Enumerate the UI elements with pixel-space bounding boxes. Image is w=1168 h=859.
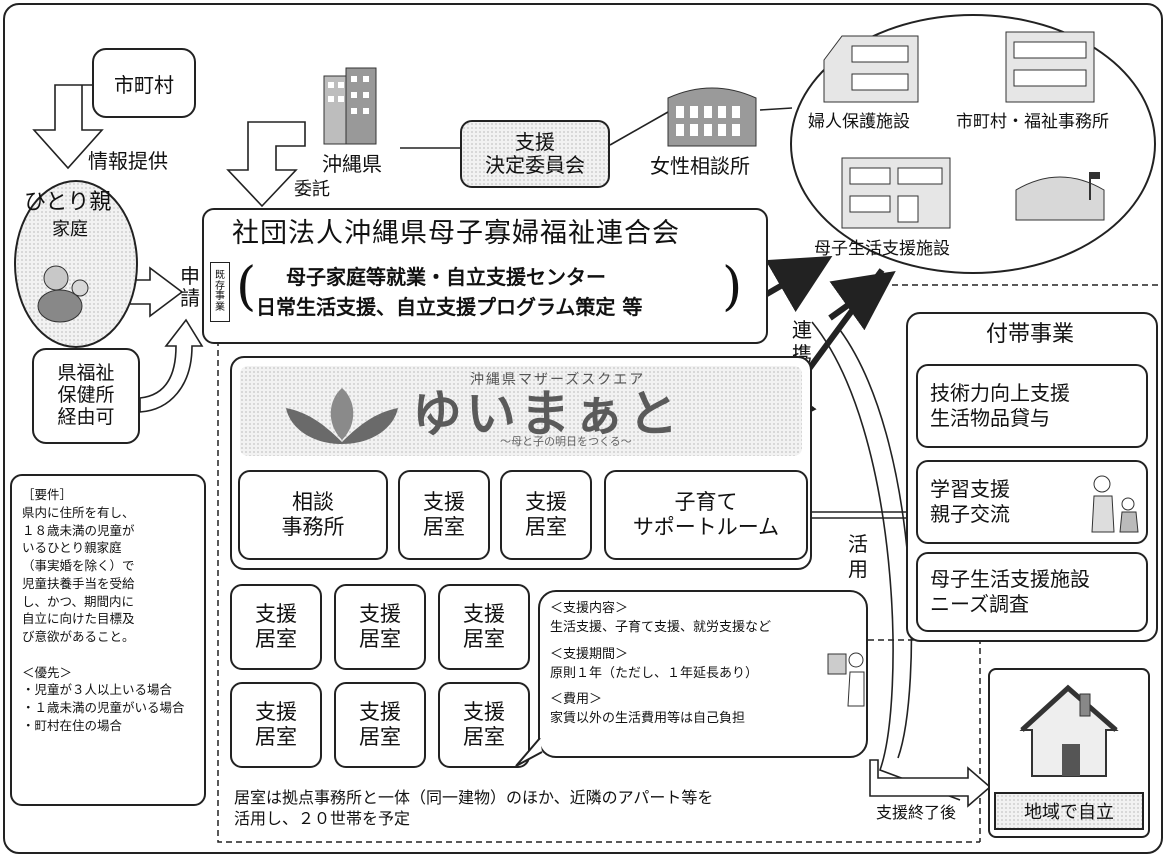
facilities-ellipse [790,14,1156,274]
side-business-item-2-label: 学習支援 親子交流 [930,477,1010,526]
women-protect-building-icon [818,26,928,106]
callout-text-cost: 家賃以外の生活費用等は自己負担 [550,711,746,727]
renkei-arrow-3 [828,271,896,331]
parent-child-icon [1086,470,1142,536]
arrow-after-support [869,759,992,808]
computer-user-icon [826,648,866,708]
support-callout: ＜支援内容＞ 生活支援、子育て支援、就労支援など ＜支援期間＞ 原則１年（ただし… [538,590,868,758]
bracket-right: ) [722,257,743,317]
support-room-3: 支援 居室 [438,584,530,670]
women-consult-building-icon [662,78,762,148]
info-provision-label: 情報提供 [88,149,168,173]
support-room-2: 支援 居室 [334,584,426,670]
katsuyo-label: 活 用 [848,532,868,581]
arrow-muni-to-family [32,84,104,170]
support-room-4: 支援 居室 [230,682,322,768]
entrust-label: 委託 [294,179,330,200]
municipality-label: 市町村 [114,72,174,97]
callout-heading-period: ＜支援期間＞ [550,646,629,662]
requirements-text: ［要件］ 県内に住所を有し、 １８歳未満の児童が いるひとり親家庭 （事実婚を除… [22,487,185,733]
welfare-office-label: 市町村・福祉事務所 [956,112,1109,132]
side-business-item-1-label: 技術力向上支援 生活物品貸与 [930,381,1070,430]
after-support-label: 支援終了後 [876,803,957,822]
okinawa-building-icon [318,66,384,146]
support-room-4-label: 支援 居室 [255,699,297,749]
support-room-6: 支援 居室 [438,682,530,768]
yuimaar-room-support-1: 支援 居室 [398,470,490,560]
municipality-box: 市町村 [92,48,196,118]
committee-label: 支援 決定委員会 [485,130,585,177]
callout-text-content: 生活支援、子育て支援、就労支援など [550,619,772,635]
association-name: 社団法人沖縄県母子寡婦福祉連合会 [232,218,680,249]
bracket-left: ( [236,257,257,317]
existing-business-label: 既 存 事 業 [215,270,225,313]
apply-label: 申 請 [180,264,200,310]
callout-heading-cost: ＜費用＞ [550,692,603,708]
mother-child-facility-label: 母子生活支援施設 [814,239,950,259]
yuimaar-room-support-1-label: 支援 居室 [423,489,465,539]
renkei-arrow-1 [758,255,833,313]
side-business-item-3: 母子生活支援施設 ニーズ調査 [916,552,1148,632]
yuimaar-logo-text: ゆいまぁと [412,385,682,443]
side-business-item-1: 技術力向上支援 生活物品貸与 [916,364,1148,448]
committee-box: 支援 決定委員会 [460,120,610,188]
rooms-note: 居室は拠点事務所と一体（同一建物）のほか、近隣のアパート等を 活用し、２０世帯を… [234,788,714,828]
house-icon [1014,678,1124,782]
facility-building-icon [1010,160,1110,226]
family-label: 家庭 [52,219,88,240]
support-room-5: 支援 居室 [334,682,426,768]
support-room-2-label: 支援 居室 [359,601,401,651]
yuimaar-room-support-2: 支援 居室 [500,470,592,560]
women-protect-label: 婦人保護施設 [808,112,910,132]
support-room-3-label: 支援 居室 [463,601,505,651]
welfare-office-building-icon [1000,24,1100,104]
single-parent-ellipse [14,180,138,348]
requirements-box: ［要件］ 県内に住所を有し、 １８歳未満の児童が いるひとり親家庭 （事実婚を除… [10,474,206,806]
support-room-1-label: 支援 居室 [255,601,297,651]
women-consult-label: 女性相談所 [650,154,750,178]
katsuyo-arc [811,321,961,801]
association-box [202,208,768,344]
yuimaar-top-text: 沖縄県マザーズスクエア [470,372,646,388]
yuimaar-room-kosodate: 子育て サポートルーム [604,470,808,560]
health-office-label: 県福祉 保健所 経由可 [57,362,115,428]
yuimaar-room-consult-label: 相談 事務所 [281,489,345,539]
side-business-item-3-label: 母子生活支援施設 ニーズ調査 [930,567,1090,616]
line-committee-women [609,111,669,146]
mother-child-building-icon [836,150,956,230]
yuimaar-room-kosodate-label: 子育て サポートルーム [632,489,780,539]
arrow-okinawa-to-org [226,121,306,208]
association-line2: 日常生活支援、自立支援プログラム策定 等 [256,295,643,319]
health-office-box: 県福祉 保健所 経由可 [32,348,140,444]
yuimaar-room-support-2-label: 支援 居室 [525,489,567,539]
support-room-6-label: 支援 居室 [463,699,505,749]
callout-heading-content: ＜支援内容＞ [550,601,629,616]
existing-business-tag: 既 存 事 業 [210,262,230,322]
okinawa-label: 沖縄県 [322,152,382,176]
single-parent-label: ひとり親 [24,190,112,215]
callout-text-period: 原則１年（ただし、１年延長あり） [550,665,759,681]
line-women-facilities [759,107,793,111]
family-illustration-icon [30,258,100,324]
independence-label-box: 地域で自立 [994,792,1144,830]
arrow-health-office [139,318,204,413]
callout-tail [514,738,544,768]
side-business-title: 付帯事業 [986,322,1075,347]
yuimaar-subtitle: ～母と子の明日をつくる～ [500,435,632,448]
outer-frame [3,3,1163,854]
support-room-5-label: 支援 居室 [359,699,401,749]
support-room-1: 支援 居室 [230,584,322,670]
independence-label: 地域で自立 [1024,802,1114,823]
lotus-logo-icon [282,384,402,448]
yuimaar-room-consult: 相談 事務所 [238,470,388,560]
association-line1: 母子家庭等就業・自立支援センター [286,265,606,289]
